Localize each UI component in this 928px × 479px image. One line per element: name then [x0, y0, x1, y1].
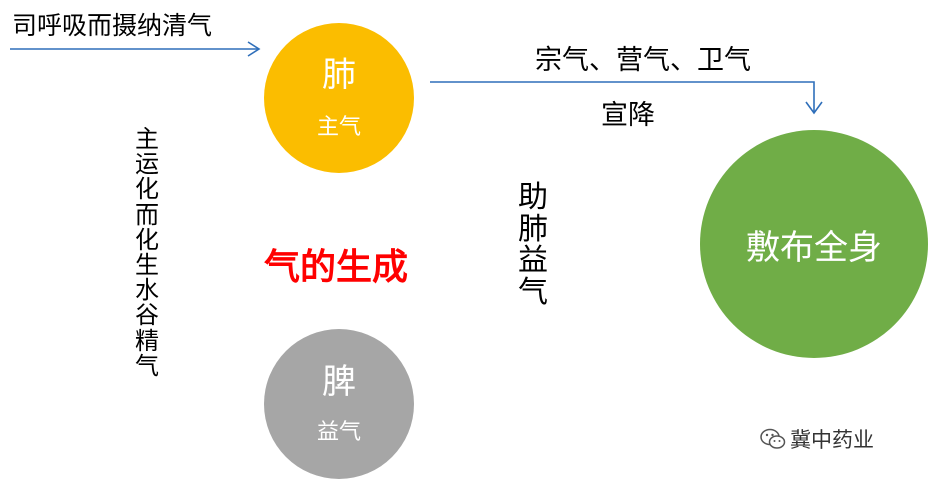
- lung-role: 主气: [316, 115, 361, 141]
- left-vertical-char: 化: [135, 175, 159, 204]
- wechat-icon: [760, 428, 786, 449]
- output-arrow-line: [430, 81, 815, 112]
- left-vertical-char: 而: [135, 200, 159, 229]
- left-vertical-char: 运: [135, 150, 159, 179]
- left-vertical-char: 谷: [135, 301, 159, 330]
- left-vertical-char: 主: [135, 125, 159, 153]
- lung-circle: 肺 主气: [264, 23, 414, 173]
- output-label-bottom: 宣降: [601, 100, 655, 131]
- lung-name: 肺: [322, 54, 356, 95]
- body-label: 敷布全身: [746, 227, 882, 268]
- input-arrow-label: 司呼吸而摄纳清气: [12, 11, 213, 40]
- spleen-circle: 脾 益气: [264, 329, 414, 479]
- center-title: 气的生成: [264, 247, 409, 288]
- middle-vertical-char: 气: [518, 274, 548, 310]
- watermark-text: 冀中药业: [790, 428, 874, 452]
- left-vertical-text: 主运化而化生水谷精气: [135, 125, 159, 380]
- spleen-role: 益气: [316, 420, 361, 446]
- middle-vertical-char: 助: [518, 180, 548, 215]
- middle-vertical-char: 益: [518, 243, 548, 278]
- output-label-top: 宗气、营气、卫气: [535, 45, 751, 76]
- left-vertical-char: 化: [135, 225, 159, 254]
- left-vertical-char: 气: [135, 351, 159, 380]
- left-vertical-char: 精: [135, 326, 159, 355]
- middle-vertical-text: 助肺益气: [518, 182, 548, 308]
- left-vertical-char: 生: [135, 250, 159, 279]
- middle-vertical-char: 肺: [518, 211, 548, 247]
- watermark: 冀中药业: [760, 424, 874, 454]
- input-arrowhead: [247, 41, 261, 57]
- left-vertical-char: 水: [135, 276, 159, 305]
- body-circle: 敷布全身: [700, 130, 928, 358]
- spleen-name: 脾: [322, 361, 356, 402]
- output-arrowhead: [805, 101, 823, 115]
